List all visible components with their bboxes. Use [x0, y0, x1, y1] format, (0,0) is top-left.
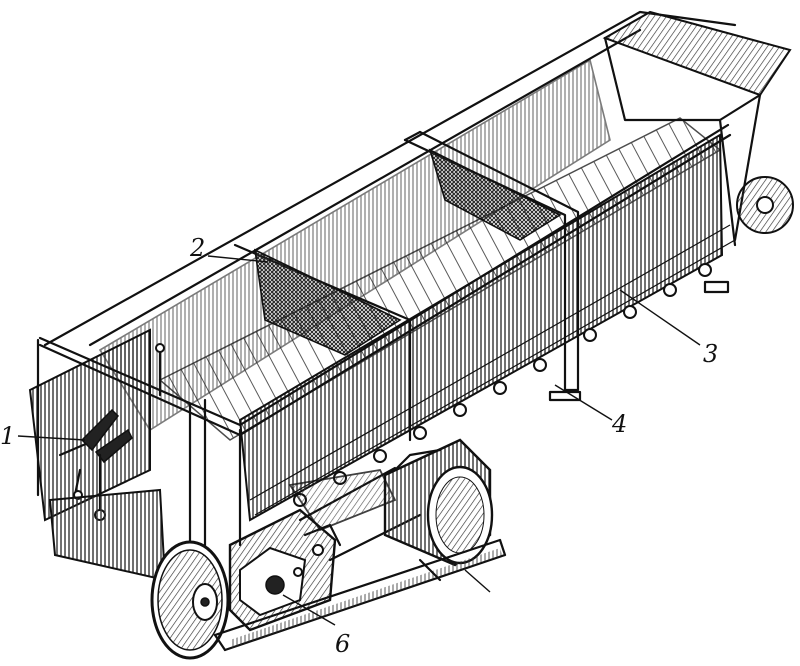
callout-2: 2 [189, 234, 205, 262]
far-sprocket [736, 176, 794, 234]
callout-3: 3 [703, 340, 718, 368]
leader-6 [282, 594, 336, 626]
near-side-wall [238, 133, 724, 522]
electric-motor [383, 438, 494, 567]
sieve-mesh-near [253, 248, 402, 356]
leader-1 [17, 435, 86, 441]
front-drum [48, 488, 167, 582]
callout-4: 4 [611, 410, 627, 438]
leader-motor [464, 569, 491, 593]
chain-and-rollers [249, 176, 794, 516]
leader-lines [17, 255, 701, 626]
sieve-mesh-far [428, 148, 562, 241]
callout-labels: 1 2 3 4 6 [0, 234, 718, 658]
trough-body [28, 10, 792, 522]
drive-gear [150, 540, 230, 660]
callout-1: 1 [0, 422, 15, 450]
callout-6: 6 [335, 630, 350, 658]
base-frame [213, 538, 507, 652]
leader-4 [554, 384, 613, 421]
leader-3 [619, 289, 701, 346]
leader-2 [207, 255, 269, 263]
front-lever [48, 408, 167, 582]
front-end-wall [28, 328, 151, 522]
sieve-screens [253, 148, 562, 356]
hopper [602, 10, 792, 97]
gearbox [228, 508, 342, 632]
